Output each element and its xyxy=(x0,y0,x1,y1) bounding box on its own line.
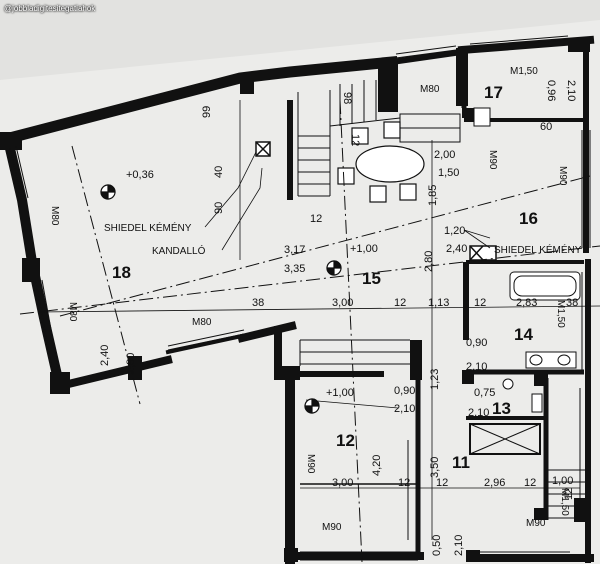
interior-walls xyxy=(287,60,584,560)
dim-240b: 2,40 xyxy=(99,345,111,366)
dim-317: 3,17 xyxy=(284,244,305,256)
dim-096: 0,96 xyxy=(545,80,557,101)
fireplace-label: KANDALLÓ xyxy=(152,244,206,257)
dim-99: 99 xyxy=(201,106,213,118)
dim-12a: 12 xyxy=(349,134,361,146)
staircase-bottom xyxy=(299,339,586,540)
level-15: +1,00 xyxy=(350,243,378,255)
dim-420: 4,20 xyxy=(371,455,383,476)
dim-240a: 2,40 xyxy=(446,243,467,255)
section-lines xyxy=(19,99,600,563)
bathroom-fixtures xyxy=(473,107,581,413)
level-12: +1,00 xyxy=(326,387,354,399)
dim-050: 0,50 xyxy=(431,535,443,556)
dim-120: 1,20 xyxy=(444,225,465,237)
room-11-number: 11 xyxy=(452,453,470,472)
dim-075: 0,75 xyxy=(474,387,495,399)
dim-090: 0,90 xyxy=(466,337,487,349)
dim-123: 1,23 xyxy=(429,369,441,390)
dim-12b: 12 xyxy=(310,213,322,225)
door-marks: M80 M80 M80 M80 M1,50 M90 M90 M90 M90 M9… xyxy=(49,66,570,533)
dim-200: 2,00 xyxy=(434,149,455,161)
door-m90-a: M90 xyxy=(487,150,498,170)
door-m90-12b: M90 xyxy=(322,522,342,533)
dim-12c: 12 xyxy=(394,297,406,309)
room-17-number: 17 xyxy=(484,83,503,102)
door-m150-14: M1,50 xyxy=(555,300,566,328)
door-m90-11: M90 xyxy=(526,518,546,529)
room-15-number: 15 xyxy=(362,269,381,288)
door-m80-b: M80 xyxy=(67,302,78,322)
level-markers xyxy=(100,184,342,414)
paper-top-shade xyxy=(0,0,600,80)
door-m90-b: M90 xyxy=(557,166,568,186)
dim-300b: 3,00 xyxy=(332,477,353,489)
room-numbers: 18 15 16 17 14 13 11 12 xyxy=(112,83,538,472)
chimney-label-left: SHIEDEL KÉMÉNY xyxy=(104,221,192,234)
label-leaders xyxy=(204,151,491,251)
dim-100: 1,00 xyxy=(552,475,573,487)
room-13-number: 13 xyxy=(492,399,511,418)
dim-090b: 0,90 xyxy=(394,385,415,397)
dim-350: 3,50 xyxy=(429,457,441,478)
door-m80-a: M80 xyxy=(49,206,60,226)
room-14-number: 14 xyxy=(514,325,533,344)
dim-12d: 12 xyxy=(474,297,486,309)
room-18-number: 18 xyxy=(112,263,131,282)
levels: +0,36 +1,00 +1,00 xyxy=(126,169,378,399)
door-m150-11: M1,50 xyxy=(559,488,570,516)
dim-38a: 38 xyxy=(252,297,264,309)
dim-210d: 2,10 xyxy=(468,407,489,419)
dim-90: 90 xyxy=(213,202,225,214)
door-m80-top: M80 xyxy=(420,84,440,95)
labels: SHIEDEL KÉMÉNY KANDALLÓ SHIEDEL KÉMÉNY xyxy=(104,221,582,257)
dim-335: 3,35 xyxy=(284,263,305,275)
dim-40: 40 xyxy=(213,166,225,178)
door-m150: M1,50 xyxy=(510,66,538,77)
dim-300a: 3,00 xyxy=(332,297,353,309)
dim-12h: 12 xyxy=(563,488,575,500)
dim-185: 1,85 xyxy=(427,185,439,206)
level-18: +0,36 xyxy=(126,169,154,181)
dim-60: 60 xyxy=(540,121,552,133)
dim-12f: 12 xyxy=(436,477,448,489)
dim-12g: 12 xyxy=(524,477,536,489)
door-m80-c: M80 xyxy=(192,317,212,328)
dim-210a: 2,10 xyxy=(565,80,577,101)
dim-210c: 2,10 xyxy=(394,403,415,415)
dimensions: 98 99 40 90 12 12 2,00 1,50 1,85 0,96 2,… xyxy=(99,80,578,556)
dim-98: 98 xyxy=(341,92,353,104)
dim-38b: 38 xyxy=(566,297,578,309)
dim-12e: 12 xyxy=(398,477,410,489)
dimension-lines xyxy=(39,100,600,540)
windows xyxy=(9,35,591,561)
watermark: @jobbladigitesitegatiahok xyxy=(4,4,96,13)
dim-296: 2,96 xyxy=(484,477,505,489)
room-12-number: 12 xyxy=(336,431,355,450)
dining-table xyxy=(337,121,425,203)
dim-210b: 2,10 xyxy=(466,361,487,373)
dim-113: 1,13 xyxy=(428,297,449,309)
dim-210e: 2,10 xyxy=(453,535,465,556)
dim-180: 1,80 xyxy=(125,353,137,374)
dim-283: 2,83 xyxy=(516,297,537,309)
dim-150: 1,50 xyxy=(438,167,459,179)
chimney-label-right: SHIEDEL KÉMÉNY xyxy=(494,243,582,256)
door-m90-12a: M90 xyxy=(305,454,316,474)
room-16-number: 16 xyxy=(519,209,538,228)
dim-280: 2,80 xyxy=(423,251,435,272)
chimney-blocks xyxy=(255,141,497,261)
